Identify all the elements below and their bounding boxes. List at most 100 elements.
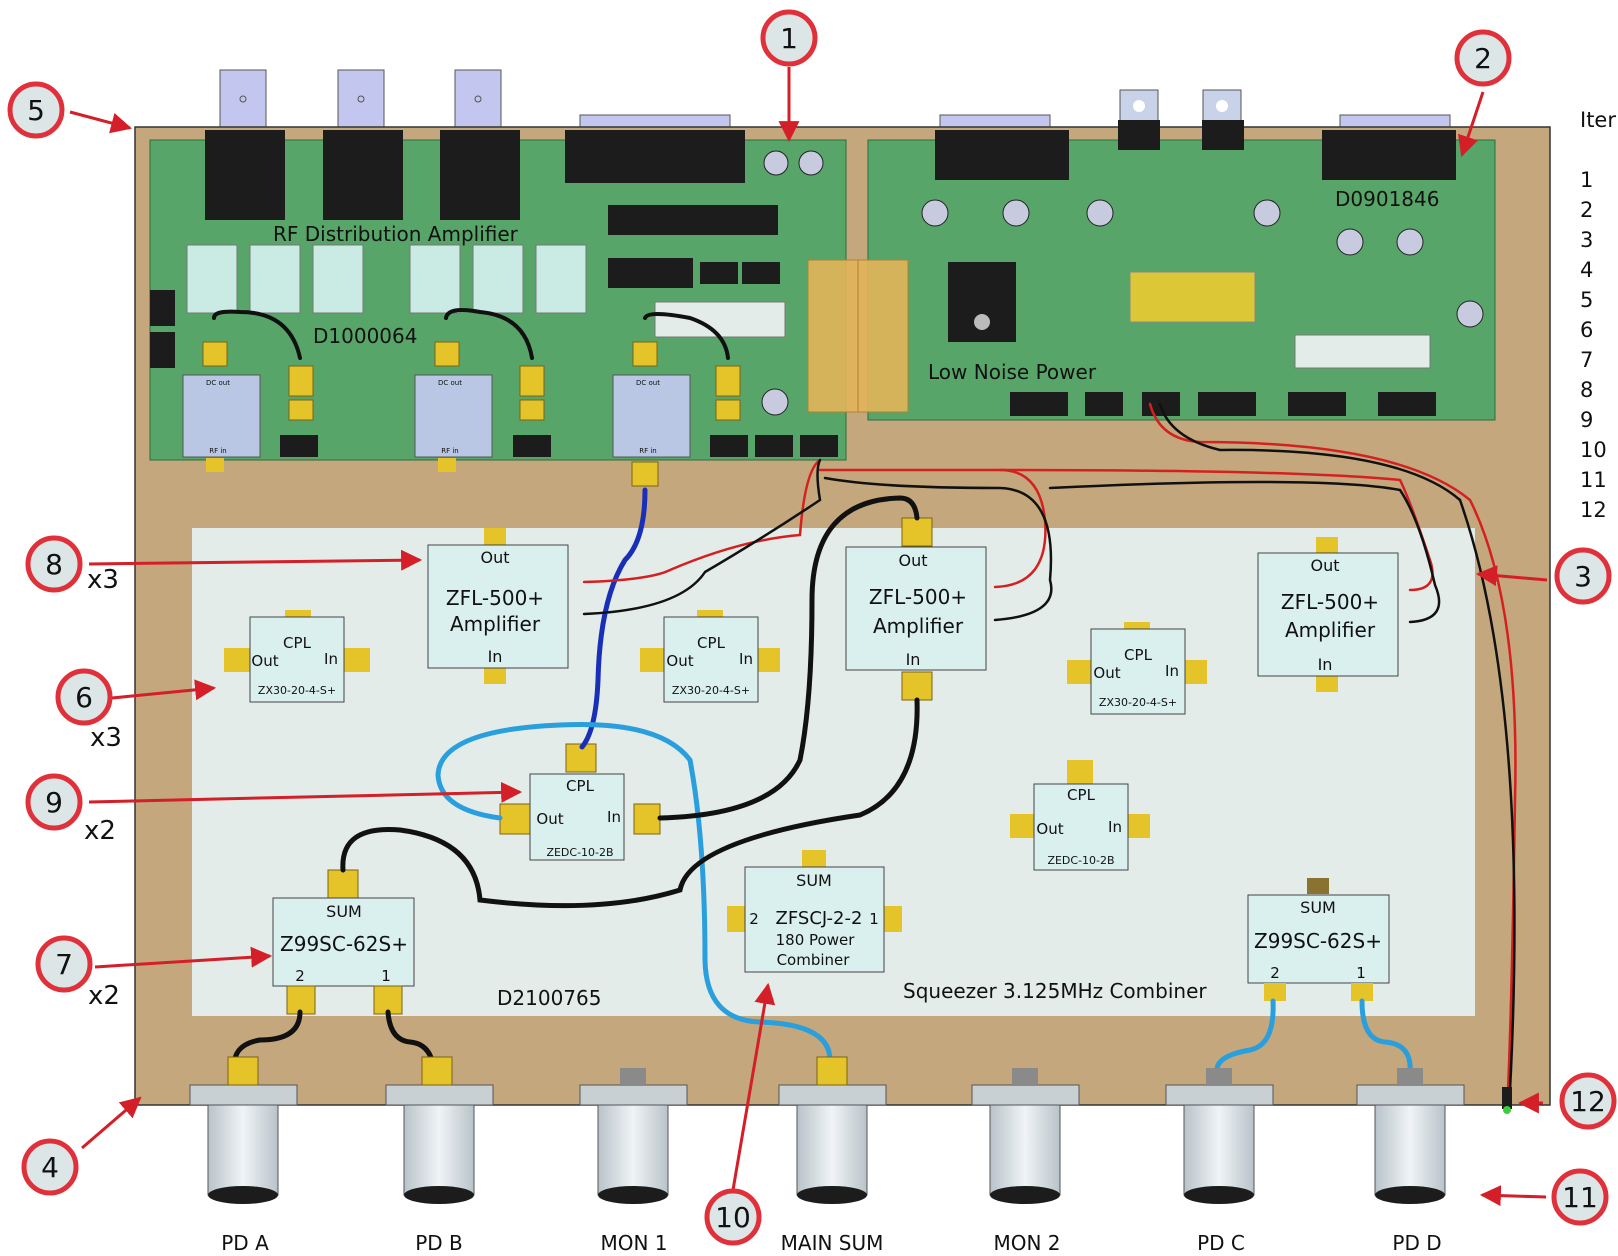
splitter-2: SUM Z99SC-62S+ 2 1: [1247, 878, 1390, 1001]
cpl-out-label: Out: [251, 652, 278, 670]
low-noise-id: D0901846: [1335, 187, 1439, 211]
coupler-4: CPL Out In ZEDC-10-2B: [499, 743, 661, 861]
dsub-body: [565, 130, 745, 183]
amplifier-1: Out ZFL-500+ Amplifier In: [427, 528, 569, 684]
combiner-id: D2100765: [497, 986, 601, 1010]
callout-4: 4: [41, 1151, 59, 1184]
cpl-model: ZEDC-10-2B: [1047, 854, 1114, 867]
item-number: 11: [1580, 468, 1607, 492]
item-number: 4: [1580, 258, 1593, 282]
regulator-body: [1118, 120, 1160, 150]
rf-in-label: RF in: [639, 447, 657, 455]
amp-in-label: In: [1318, 655, 1333, 674]
item-number: 6: [1580, 318, 1593, 342]
cpl-label: CPL: [1124, 646, 1153, 664]
callout-7-multiplier: x2: [88, 981, 120, 1011]
item-number: 8: [1580, 378, 1593, 402]
splitter-port-1: 1: [381, 967, 391, 985]
connector-label-pd-b: PD B: [415, 1231, 463, 1255]
callout-6-multiplier: x3: [90, 723, 122, 753]
cpl-out-label: Out: [536, 810, 563, 828]
cpl-in-label: In: [324, 650, 338, 668]
fuse: [1129, 271, 1256, 323]
callout-9: 9: [45, 786, 63, 819]
amp-sub: Amplifier: [450, 612, 541, 636]
bnc-body: [440, 130, 520, 220]
callout-circles: 1 2 3 4 5 6 x3 7 x2 8 x3 9 x2 10 11 12: [7, 9, 1617, 1246]
splitter-port-2: 2: [1270, 964, 1280, 982]
splitter-sum-label: SUM: [1300, 898, 1336, 917]
rf-dist-amp-modules: [182, 341, 741, 487]
label-plate: [1294, 334, 1431, 369]
cpl-label: CPL: [283, 634, 312, 652]
item-number: 12: [1580, 498, 1607, 522]
dsub-body: [935, 130, 1069, 180]
dc-out-label: DC out: [636, 379, 660, 387]
front-panel-connectors: [189, 1056, 1512, 1204]
callout-12: 12: [1570, 1085, 1606, 1118]
callout-1: 1: [780, 22, 798, 55]
filter-blocks: [186, 244, 587, 314]
splitter-sum-label: SUM: [326, 902, 362, 921]
dsub-body: [1322, 130, 1456, 180]
item-number: 10: [1580, 438, 1607, 462]
connector-label-pd-c: PD C: [1197, 1231, 1245, 1255]
cpl-in-label: In: [1165, 662, 1179, 680]
cpl-in-label: In: [607, 808, 621, 826]
splitter-port-2: 2: [295, 967, 305, 985]
terminal-blocks: [150, 262, 1436, 457]
item-list: Iter 1 2 3 4 5 6 7 8 9 10 11 12: [1580, 108, 1616, 522]
item-number: 7: [1580, 348, 1593, 372]
callout-10: 10: [715, 1201, 751, 1234]
rf-dist-id: D1000064: [313, 324, 417, 348]
power-combiner-180: SUM ZFSCJ-2-2 180 Power Combiner 2 1: [727, 850, 902, 973]
item-number: 9: [1580, 408, 1593, 432]
item-number: 1: [1580, 168, 1593, 192]
amp-out-label: Out: [480, 548, 509, 567]
callout-8-multiplier: x3: [87, 565, 119, 595]
amp-in-label: In: [906, 650, 921, 669]
low-noise-title: Low Noise Power: [928, 360, 1097, 384]
combiner-port-2: 2: [749, 910, 759, 928]
splitter-model: Z99SC-62S+: [1254, 929, 1382, 953]
coupler-3: CPL Out In ZX30-20-4-S+: [1067, 622, 1207, 715]
cpl-label: CPL: [1067, 786, 1096, 804]
item-number: 3: [1580, 228, 1593, 252]
callout-2: 2: [1474, 42, 1492, 75]
amp-out-label: Out: [898, 551, 927, 570]
combiner-line3: Combiner: [777, 951, 851, 969]
cpl-model: ZX30-20-4-S+: [258, 684, 336, 697]
combiner-model: ZFSCJ-2-2: [776, 908, 863, 929]
heatsink-screw: [974, 314, 990, 330]
amp-sub: Amplifier: [873, 614, 964, 638]
cpl-model: ZX30-20-4-S+: [672, 684, 750, 697]
combiner-title: Squeezer 3.125MHz Combiner: [903, 979, 1207, 1003]
callout-11: 11: [1562, 1181, 1598, 1214]
label-plate: [654, 301, 786, 338]
amp-model: ZFL-500+: [1281, 590, 1379, 614]
amp-model: ZFL-500+: [446, 586, 544, 610]
combiner-line2: 180 Power: [776, 931, 856, 949]
callout-arrows: [69, 67, 1548, 1207]
splitter-model: Z99SC-62S+: [280, 932, 408, 956]
cables: [212, 308, 1517, 1092]
regulator-body: [1202, 120, 1244, 150]
callout-7: 7: [55, 948, 73, 981]
dc-out-label: DC out: [206, 379, 230, 387]
item-number: 5: [1580, 288, 1593, 312]
cpl-in-label: In: [1108, 818, 1122, 836]
cpl-in-label: In: [739, 650, 753, 668]
callout-6: 6: [75, 681, 93, 714]
callout-5: 5: [27, 94, 45, 127]
amp-model: ZFL-500+: [869, 585, 967, 609]
coupler-5: CPL Out In ZEDC-10-2B: [1010, 760, 1150, 871]
dc-out-label: DC out: [438, 379, 462, 387]
splitter-1: SUM Z99SC-62S+ 2 1: [272, 869, 415, 1015]
idc-header: [608, 205, 778, 235]
item-list-header: Iter: [1580, 108, 1616, 132]
voltage-regulators: [1119, 89, 1242, 123]
connector-label-pd-d: PD D: [1392, 1231, 1441, 1255]
amp-in-label: In: [488, 647, 503, 666]
item-number: 2: [1580, 198, 1593, 222]
